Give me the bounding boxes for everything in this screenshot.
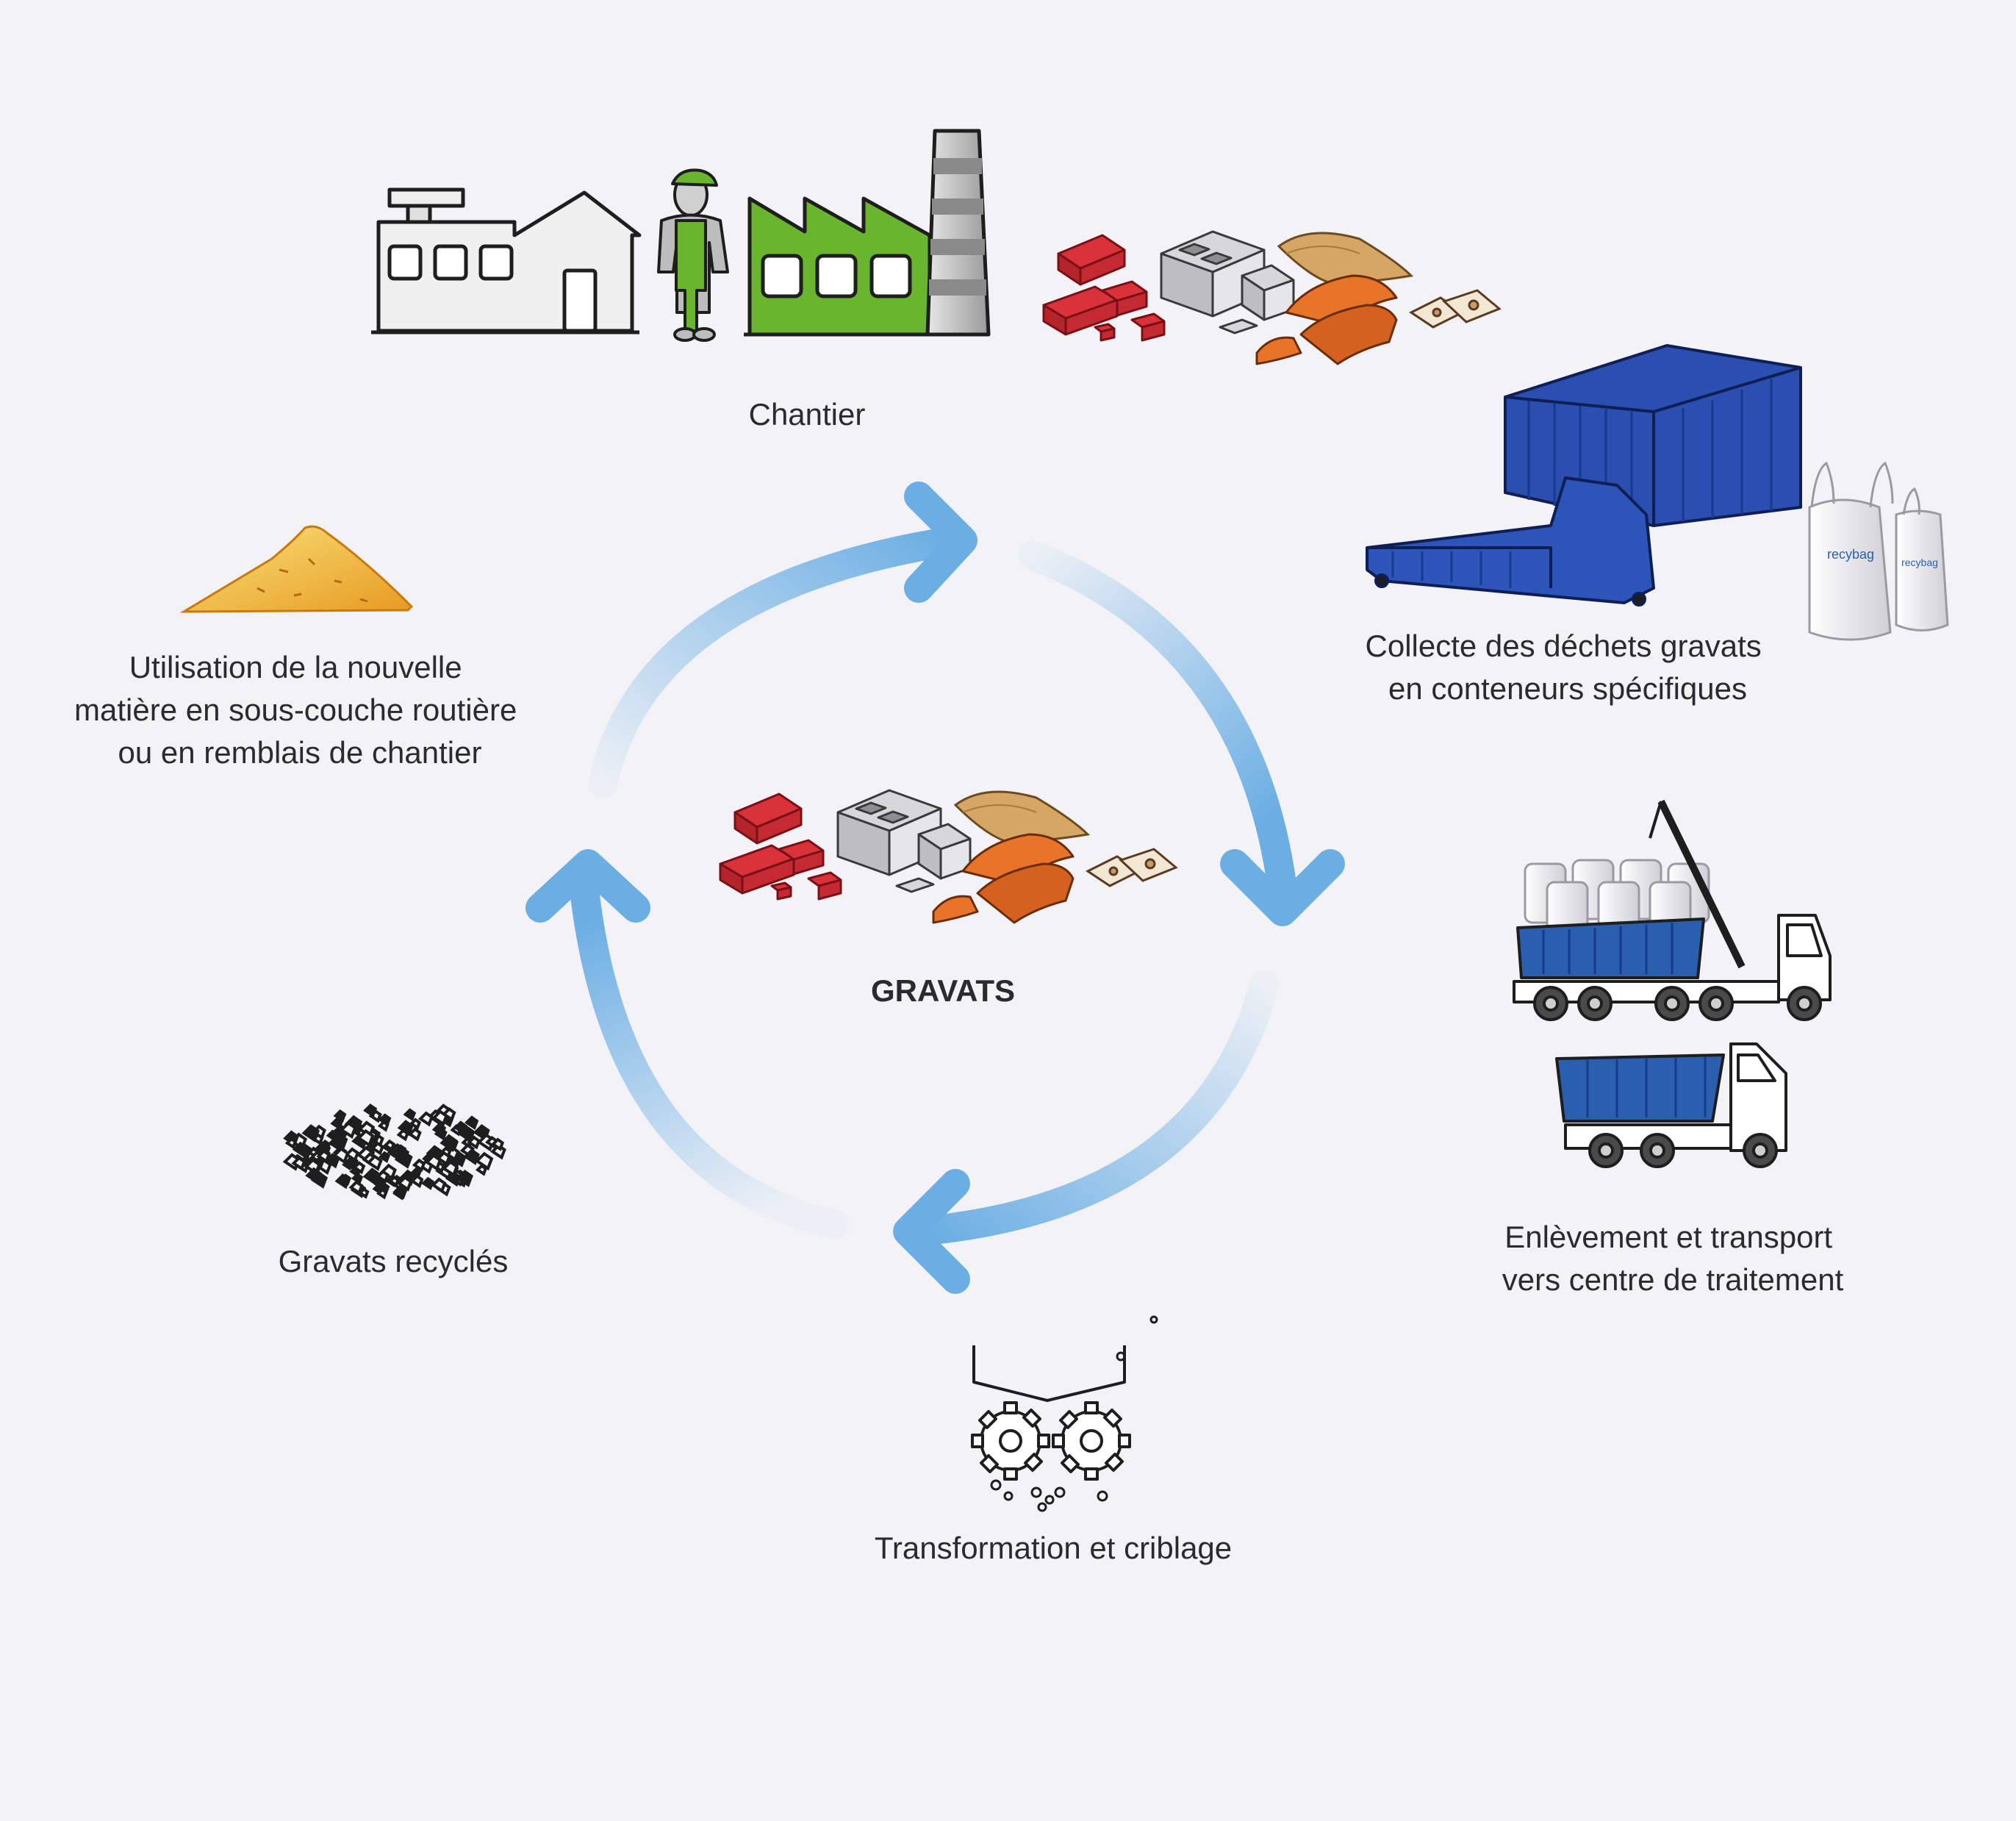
label-enlevement: Enlèvement et transport vers centre de t… bbox=[1502, 1220, 1844, 1297]
bag-brand-label: recybag bbox=[1901, 557, 1938, 568]
gravel-stone bbox=[291, 1156, 306, 1171]
container-icon bbox=[1366, 344, 1802, 607]
gravel-stone bbox=[292, 1141, 309, 1158]
rubble-icon bbox=[1042, 230, 1501, 365]
gravel-stone bbox=[431, 1122, 447, 1137]
worker-icon bbox=[657, 168, 729, 342]
gravel-icon bbox=[282, 1103, 506, 1201]
label-utilisation: Utilisation de la nouvelle matière en so… bbox=[74, 650, 525, 770]
gravel-stone bbox=[376, 1187, 388, 1200]
gravel-stone bbox=[301, 1124, 320, 1142]
gravel-stone bbox=[370, 1141, 384, 1156]
gravel-stone bbox=[440, 1134, 458, 1153]
factory-icon bbox=[744, 129, 991, 337]
gravel-stone bbox=[351, 1172, 364, 1185]
gravel-stone bbox=[394, 1144, 407, 1156]
gravel-stone bbox=[417, 1111, 434, 1127]
gravel-stone bbox=[383, 1139, 396, 1152]
label-collecte: Collecte des déchets gravats en conteneu… bbox=[1366, 629, 1771, 706]
gravel-stone bbox=[474, 1151, 494, 1171]
gravel-stone bbox=[316, 1149, 331, 1164]
gravel-stone bbox=[424, 1153, 442, 1171]
gravel-stone bbox=[373, 1178, 386, 1190]
gravel-stone bbox=[378, 1151, 391, 1164]
arrow-bottom bbox=[904, 970, 1279, 1246]
gravel-stone bbox=[330, 1133, 348, 1151]
gravel-stone bbox=[357, 1187, 370, 1199]
gravel-stone bbox=[464, 1115, 479, 1130]
gravel-stone bbox=[363, 1103, 378, 1118]
gravel-stone bbox=[387, 1175, 401, 1188]
gravel-stone bbox=[441, 1106, 456, 1122]
gravel-stone bbox=[352, 1161, 366, 1175]
gravel-stone bbox=[421, 1176, 435, 1190]
bag-brand-label: recybag bbox=[1827, 547, 1874, 562]
gravel-stone bbox=[332, 1147, 350, 1164]
gravel-stone bbox=[403, 1108, 417, 1122]
gravel-stone bbox=[362, 1167, 381, 1186]
gravel-stone bbox=[396, 1175, 413, 1192]
label-recycles: Gravats recyclés bbox=[279, 1244, 509, 1278]
gravel-stone bbox=[453, 1120, 468, 1135]
gravel-stone bbox=[344, 1147, 360, 1162]
gravel-stone bbox=[305, 1167, 323, 1184]
gravel-stone bbox=[330, 1117, 343, 1131]
gravel-stone bbox=[377, 1120, 390, 1132]
gravel-stone bbox=[441, 1160, 459, 1178]
label-transformation: Transformation et criblage bbox=[875, 1531, 1232, 1565]
gravel-stone bbox=[412, 1158, 426, 1173]
arrow-left bbox=[570, 875, 849, 1239]
gravel-stone bbox=[339, 1121, 357, 1140]
gravel-stone bbox=[392, 1187, 406, 1201]
gravel-stone bbox=[436, 1151, 451, 1167]
gravel-stone bbox=[407, 1127, 422, 1142]
gravel-stone bbox=[356, 1128, 375, 1148]
center-title: GRAVATS bbox=[871, 973, 1015, 1008]
gravel-stone bbox=[284, 1137, 298, 1150]
gravel-stone bbox=[397, 1120, 414, 1137]
gravel-stone bbox=[475, 1164, 488, 1176]
big-bag-icon: recybag recybag bbox=[1808, 461, 1949, 641]
gravel-stone bbox=[409, 1117, 422, 1131]
crane-truck-icon bbox=[1513, 799, 1832, 1021]
gravel-stone bbox=[456, 1169, 473, 1187]
gravel-stone bbox=[409, 1174, 424, 1189]
arrow-right bbox=[1018, 540, 1297, 904]
sand-pile-icon bbox=[179, 525, 414, 613]
cycle-arrows bbox=[525, 482, 1345, 1294]
gravel-stone bbox=[333, 1109, 347, 1123]
rubble-icon bbox=[719, 789, 1177, 924]
house-icon bbox=[371, 187, 642, 334]
label-chantier: Chantier bbox=[749, 397, 866, 432]
dump-truck-icon bbox=[1555, 1042, 1787, 1168]
arrow-top bbox=[588, 526, 970, 798]
gravel-stone bbox=[326, 1129, 339, 1142]
gravel-stone bbox=[366, 1154, 383, 1171]
gravel-stone bbox=[431, 1177, 447, 1193]
gravel-stone bbox=[463, 1148, 480, 1165]
gravel-stone bbox=[490, 1137, 505, 1151]
gravel-stone bbox=[334, 1173, 351, 1189]
gravel-stone bbox=[348, 1180, 364, 1195]
crusher-icon bbox=[971, 1315, 1158, 1512]
